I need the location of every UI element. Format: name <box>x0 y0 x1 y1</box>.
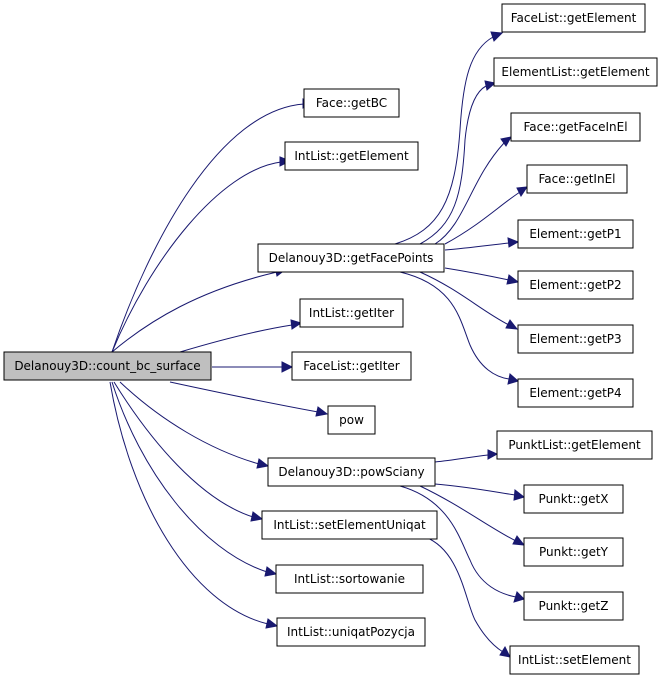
edge-root-powsciany <box>119 381 270 469</box>
edge-getfacepoints-element-getp1 <box>444 237 520 251</box>
edge-root-face-getbc <box>111 98 315 353</box>
node-setelementuniqat-label: IntList::setElementUniqat <box>273 518 426 532</box>
node-powsciany-label: Delanouy3D::powSciany <box>278 465 424 479</box>
nodes: Delanouy3D::count_bc_surface Face::getBC… <box>3 3 658 675</box>
node-pow[interactable]: pow <box>327 405 376 435</box>
edge-getfacepoints-face-getinel <box>444 186 529 245</box>
node-element-getp4-label: Element::getP4 <box>529 386 621 400</box>
node-punkt-gety-label: Punkt::getY <box>539 545 609 559</box>
node-root[interactable]: Delanouy3D::count_bc_surface <box>3 351 212 381</box>
node-intlist-getelement[interactable]: IntList::getElement <box>284 141 419 171</box>
node-elementlist-getelement[interactable]: ElementList::getElement <box>493 57 658 87</box>
node-pow-label: pow <box>339 413 364 427</box>
node-elementlist-getelement-label: ElementList::getElement <box>501 65 649 79</box>
node-sortowanie-label: IntList::sortowanie <box>294 572 405 586</box>
node-punkt-getx[interactable]: Punkt::getX <box>523 484 624 514</box>
node-face-getinel-label: Face::getInEl <box>539 172 616 186</box>
edge-root-getfacepoints <box>111 266 288 353</box>
node-facelist-getelement[interactable]: FaceList::getElement <box>501 3 646 33</box>
edge-setelementuniqat-intlist-setelement <box>424 536 511 658</box>
node-sortowanie[interactable]: IntList::sortowanie <box>275 564 424 594</box>
node-uniqatpozycja[interactable]: IntList::uniqatPozycja <box>276 617 426 647</box>
edge-root-facelist-getiter <box>212 361 294 373</box>
node-face-getfaceinel[interactable]: Face::getFaceInEl <box>510 112 641 142</box>
edge-getfacepoints-facelist-getelement <box>394 31 504 245</box>
node-setelementuniqat[interactable]: IntList::setElementUniqat <box>261 510 438 540</box>
edge-powsciany-punktlist-getelement <box>434 449 499 463</box>
node-root-label: Delanouy3D::count_bc_surface <box>14 359 200 373</box>
node-facelist-getiter[interactable]: FaceList::getIter <box>291 351 412 381</box>
node-facelist-getelement-label: FaceList::getElement <box>511 11 637 25</box>
node-punktlist-getelement[interactable]: PunktList::getElement <box>496 430 653 460</box>
node-face-getinel[interactable]: Face::getInEl <box>526 164 628 194</box>
node-facelist-getiter-label: FaceList::getIter <box>303 359 400 373</box>
edge-getfacepoints-elementlist-getelement <box>419 80 497 245</box>
node-getfacepoints-label: Delanouy3D::getFacePoints <box>269 251 434 265</box>
edge-getfacepoints-face-getfaceinel <box>434 136 512 245</box>
node-element-getp3[interactable]: Element::getP3 <box>517 324 634 354</box>
edge-powsciany-punkt-gety <box>419 485 526 546</box>
edge-root-pow <box>169 381 329 417</box>
node-element-getp4[interactable]: Element::getP4 <box>517 378 634 408</box>
edge-getfacepoints-element-getp2 <box>444 267 520 285</box>
edge-powsciany-punkt-getx <box>434 483 526 501</box>
edge-powsciany-punkt-getz <box>399 485 525 603</box>
node-intlist-setelement-label: IntList::setElement <box>518 653 631 667</box>
node-powsciany[interactable]: Delanouy3D::powSciany <box>267 457 436 487</box>
node-punkt-getz[interactable]: Punkt::getZ <box>523 591 624 621</box>
node-uniqatpozycja-label: IntList::uniqatPozycja <box>287 625 415 639</box>
node-punktlist-getelement-label: PunktList::getElement <box>508 438 641 452</box>
node-intlist-getiter-label: IntList::getIter <box>309 306 394 320</box>
edge-root-setelementuniqat <box>113 381 264 522</box>
node-element-getp1[interactable]: Element::getP1 <box>517 219 634 249</box>
node-intlist-getiter[interactable]: IntList::getIter <box>299 298 404 328</box>
edge-root-uniqatpozycja <box>109 381 279 629</box>
node-face-getfaceinel-label: Face::getFaceInEl <box>523 120 627 134</box>
node-intlist-getelement-label: IntList::getElement <box>294 149 409 163</box>
node-face-getbc[interactable]: Face::getBC <box>303 88 400 118</box>
node-getfacepoints[interactable]: Delanouy3D::getFacePoints <box>257 243 445 273</box>
edge-getfacepoints-element-getp3 <box>419 271 519 330</box>
node-element-getp2-label: Element::getP2 <box>529 278 621 292</box>
node-intlist-setelement[interactable]: IntList::setElement <box>509 645 640 675</box>
node-face-getbc-label: Face::getBC <box>316 96 387 110</box>
node-punkt-getx-label: Punkt::getX <box>539 492 609 506</box>
node-punkt-getz-label: Punkt::getZ <box>539 599 609 613</box>
node-punkt-gety[interactable]: Punkt::getY <box>523 537 624 567</box>
node-element-getp3-label: Element::getP3 <box>529 332 621 346</box>
edge-root-sortowanie <box>111 381 278 577</box>
edge-root-intlist-getiter <box>179 319 303 353</box>
edge-getfacepoints-element-getp4 <box>399 271 520 385</box>
node-element-getp1-label: Element::getP1 <box>529 227 621 241</box>
edges <box>109 31 529 658</box>
node-element-getp2[interactable]: Element::getP2 <box>517 270 634 300</box>
